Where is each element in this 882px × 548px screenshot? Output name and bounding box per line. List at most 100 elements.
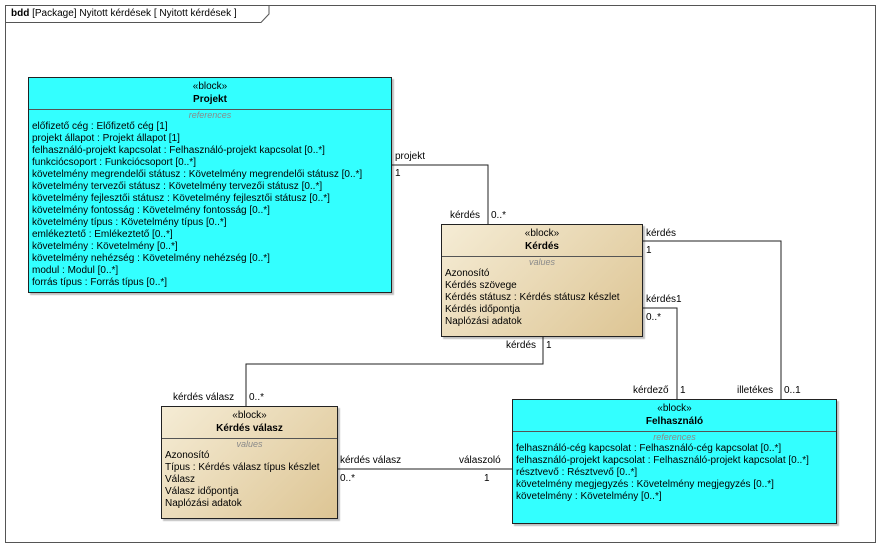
- block-name: Kérdés: [525, 241, 559, 252]
- property-row: Kérdés időpontja: [445, 304, 642, 316]
- property-row: felhasználó-projekt kapcsolat : Felhaszn…: [516, 455, 836, 467]
- compartment-divider: [513, 431, 836, 432]
- role-kerdes-valasz: kérdés válasz: [340, 455, 402, 466]
- role-valaszolo: válaszoló: [459, 455, 501, 466]
- compartment-label: references: [653, 432, 696, 442]
- block-name: Felhasználó: [645, 416, 704, 427]
- property-row: követelmény megjegyzés : Követelmény meg…: [516, 479, 836, 491]
- property-type: : Modul [0..*]: [59, 265, 119, 276]
- mult-kerdes: 1: [646, 245, 652, 256]
- property-type: : Funkciócsoport [0..*]: [96, 157, 196, 168]
- property-row: funkciócsoport : Funkciócsoport [0..*]: [32, 157, 391, 169]
- property-name: Válasz időpontja: [165, 486, 239, 497]
- property-name: résztvevő: [516, 467, 559, 478]
- block-name: Projekt: [193, 94, 227, 105]
- role-kerdes: kérdés: [506, 340, 537, 351]
- property-name: felhasználó-cég kapcsolat: [516, 443, 632, 454]
- property-name: Azonosító: [165, 450, 210, 461]
- property-row: követelmény nehézség : Követelmény nehéz…: [32, 253, 391, 265]
- property-name: funkciócsoport: [32, 157, 97, 168]
- role-kerdes1: kérdés1: [646, 294, 682, 305]
- property-type: : Felhasználó-cég kapcsolat [0..*]: [631, 443, 782, 454]
- mult-kerdes1: 0..*: [646, 312, 662, 323]
- block-name: Kérdés válasz: [216, 423, 283, 434]
- mult-projekt: 1: [395, 168, 401, 179]
- property-row: Naplózási adatok: [445, 316, 642, 328]
- property-row: Típus : Kérdés válasz típus készlet: [165, 462, 337, 474]
- assoc-kerdes-kerdezo: [643, 307, 678, 400]
- compartment-label: references: [188, 110, 232, 120]
- compartment-divider: [442, 256, 642, 257]
- property-type: : Követelmény nehézség [0..*]: [134, 253, 270, 264]
- property-row: követelmény : Követelmény [0..*]: [516, 491, 836, 503]
- property-name: Naplózási adatok: [165, 498, 242, 509]
- property-row: projekt állapot : Projekt állapot [1]: [32, 133, 391, 145]
- property-name: Naplózási adatok: [445, 316, 522, 327]
- mult-valaszolo: 1: [484, 473, 490, 484]
- block-felhasznalo[interactable]: «block» Felhasználó references felhaszná…: [512, 399, 837, 524]
- property-name: követelmény megjegyzés: [516, 479, 629, 490]
- property-type: : Követelmény megrendelői státusz [0..*]: [180, 169, 363, 180]
- property-type: : Követelmény [0..*]: [88, 241, 178, 252]
- frame-title: bdd [Package] Nyitott kérdések [ Nyitott…: [11, 8, 237, 19]
- mult-kerdes: 1: [546, 340, 552, 351]
- mult-illetekes: 0..1: [784, 385, 801, 396]
- property-row: emlékeztető : Emlékeztető [0..*]: [32, 229, 391, 241]
- property-row: forrás típus : Forrás típus [0..*]: [32, 277, 391, 289]
- property-row: felhasználó-projekt kapcsolat : Felhaszn…: [32, 145, 391, 157]
- property-name: követelmény nehézség: [32, 253, 135, 264]
- block-stereotype: «block»: [192, 81, 228, 92]
- property-type: : Követelmény tervezői státusz [0..*]: [160, 181, 323, 192]
- property-row: Azonosító: [165, 450, 337, 462]
- property-name: követelmény: [516, 491, 573, 502]
- mult-kerdes-valasz: 0..*: [340, 473, 356, 484]
- compartment-divider: [29, 109, 391, 110]
- property-type: : Projekt állapot [1]: [94, 133, 180, 144]
- assoc-projekt-kerdes: [392, 164, 489, 225]
- property-row: résztvevő : Résztvevő [0..*]: [516, 467, 836, 479]
- diagram-kind: bdd: [11, 8, 30, 19]
- block-stereotype: «block»: [232, 410, 267, 421]
- property-name: Kérdés szövege: [445, 280, 517, 291]
- property-row: előfizető cég : Előfizető cég [1]: [32, 121, 391, 133]
- property-name: Válasz: [165, 474, 196, 485]
- compartment-label: values: [236, 439, 263, 449]
- property-type: : Forrás típus [0..*]: [82, 277, 168, 288]
- property-name: felhasználó-projekt kapcsolat: [32, 145, 161, 156]
- property-type: : Résztvevő [0..*]: [558, 467, 638, 478]
- role-kerdes: kérdés: [646, 228, 677, 239]
- property-row: felhasználó-cég kapcsolat : Felhasználó-…: [516, 443, 836, 455]
- role-illetekes: illetékes: [737, 385, 774, 396]
- block-projekt[interactable]: «block» Projekt references előfizető cég…: [28, 77, 392, 293]
- property-row: Válasz időpontja: [165, 486, 337, 498]
- block-stereotype: «block»: [524, 228, 560, 239]
- property-list: felhasználó-cég kapcsolat : Felhasználó-…: [513, 443, 836, 503]
- property-row: követelmény fejlesztői státusz : Követel…: [32, 193, 391, 205]
- property-type: : Emlékeztető [0..*]: [85, 229, 173, 240]
- property-name: modul: [32, 265, 60, 276]
- role-kerdes-valasz: kérdés válasz: [173, 392, 235, 403]
- mult-kerdezo: 1: [680, 385, 686, 396]
- property-name: követelmény megrendelői státusz: [32, 169, 181, 180]
- property-row: követelmény fontosság : Követelmény font…: [32, 205, 391, 217]
- property-row: Kérdés státusz : Kérdés státusz készlet: [445, 292, 642, 304]
- property-name: Típus: [165, 462, 191, 473]
- diagram-name: [Package] Nyitott kérdések [ Nyitott kér…: [32, 8, 237, 19]
- property-list: előfizető cég : Előfizető cég [1]projekt…: [29, 121, 391, 289]
- property-name: követelmény tervezői státusz: [32, 181, 161, 192]
- role-kerdes: kérdés: [450, 210, 481, 221]
- mult-kerdes-valasz: 0..*: [249, 392, 265, 403]
- property-name: követelmény: [32, 241, 89, 252]
- property-type: : Követelmény típus [0..*]: [112, 217, 227, 228]
- property-type: : Felhasználó-projekt kapcsolat [0..*]: [160, 145, 325, 156]
- property-name: Kérdés státusz: [445, 292, 512, 303]
- property-row: követelmény típus : Követelmény típus [0…: [32, 217, 391, 229]
- property-type: : Követelmény megjegyzés [0..*]: [628, 479, 774, 490]
- property-type: : Követelmény fontosság [0..*]: [134, 205, 270, 216]
- role-projekt: projekt: [395, 151, 426, 162]
- property-name: felhasználó-projekt kapcsolat: [516, 455, 645, 466]
- property-name: követelmény fontosság: [32, 205, 135, 216]
